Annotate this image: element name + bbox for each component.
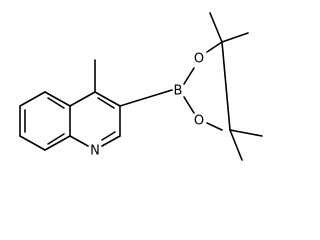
bond-c-b (119, 89, 173, 107)
double-bond-inner (101, 131, 116, 141)
methyl-bond (209, 12, 223, 43)
methyl-bond (229, 129, 243, 161)
double-bond-inner (47, 133, 65, 145)
double-bond-inner (47, 97, 65, 109)
bond-o-c (206, 41, 223, 53)
bond (19, 135, 46, 151)
bond-c-c (221, 41, 231, 131)
bond (69, 135, 89, 147)
bond (94, 91, 121, 107)
structure-drawing: B O O N (19, 12, 263, 161)
double-bond-inner (97, 97, 115, 109)
bond (19, 91, 46, 107)
bond-b-o (183, 96, 195, 114)
atom-label-oxygen: O (194, 114, 204, 129)
atom-label-nitrogen: N (90, 144, 100, 159)
bond-o-c (206, 122, 223, 131)
bond (101, 135, 121, 147)
bond (44, 135, 71, 151)
molecule-diagram: B O O N (19, 12, 263, 161)
atom-label-boron: B (174, 84, 183, 99)
bond (69, 91, 96, 107)
methyl-bond (229, 129, 263, 137)
atom-label-oxygen: O (194, 52, 204, 67)
methyl-bond (221, 32, 249, 43)
bond (44, 91, 71, 107)
bond-b-o (183, 67, 195, 85)
